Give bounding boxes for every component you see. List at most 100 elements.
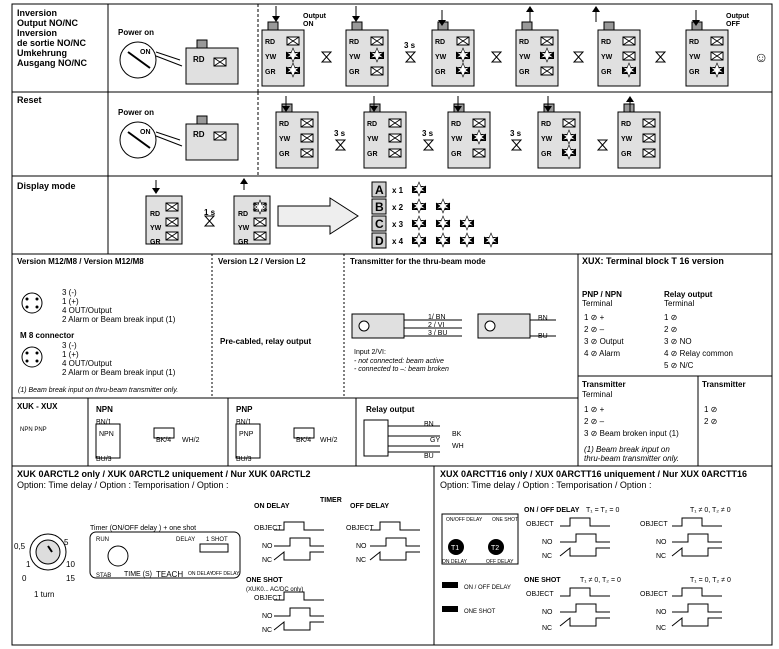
xux-relay-terminal: Terminal: [664, 299, 695, 308]
sw-delay: DELAY: [176, 537, 196, 543]
on-label: ON: [140, 49, 151, 56]
pnp-bk: BK/4: [296, 437, 312, 444]
npn-bn: BN/1: [96, 419, 112, 426]
svg-text:x 4: x 4: [392, 237, 404, 246]
pnp-bu: BU/3: [236, 456, 252, 463]
xuk-npn-switch: NPN PNP: [20, 427, 47, 433]
row-reset-label: Reset: [17, 95, 42, 105]
tr-no-4: NO: [656, 609, 667, 616]
svg-text:A: A: [375, 183, 384, 197]
led-row-label: YW: [601, 54, 613, 61]
xux-transmitter-title: Transmitter: [582, 380, 626, 389]
led-sensor-reset: RD YW GR: [617, 103, 661, 169]
tr-object-1: OBJECT: [526, 521, 554, 528]
xux-relay-title: Relay output: [664, 290, 713, 299]
tr-t-ne: T₁ ≠ 0, T₂ ≠ 0: [690, 507, 731, 514]
npn-type: NPN: [99, 431, 114, 438]
led-row-label: RD: [541, 121, 551, 128]
dial-label-0: 0: [22, 574, 27, 583]
transmitter-notes: - not connected: beam active- connected …: [354, 358, 449, 373]
led-row-label: YW: [621, 136, 633, 143]
m8-title: M 8 connector: [20, 331, 75, 340]
led-sensor-inversion: RD YW GR: [261, 21, 305, 87]
led-row-label: RD: [601, 39, 611, 46]
led-row-label: GR: [451, 151, 462, 158]
npn-wh: WH/2: [182, 437, 200, 444]
xuk-pnp-title: PNP: [236, 405, 253, 414]
timer-left-option: Option: Time delay / Option : Temporisat…: [17, 480, 229, 490]
tl-object-3: OBJECT: [254, 595, 282, 602]
timer-label: TIMER: [320, 497, 342, 504]
dial-label-10: 10: [66, 560, 75, 569]
led-row-label: YW: [435, 54, 447, 61]
led-row-label: RD: [349, 39, 359, 46]
tl-nc-3: NC: [262, 627, 273, 634]
transmitter-bn: BN: [538, 315, 548, 322]
transmitter-input: Input 2/VI:: [354, 349, 386, 356]
led-row-label: GR: [265, 69, 276, 76]
led-row-label: GR: [279, 151, 290, 158]
xux-relay-items: 1 ⊘ 2 ⊘ 3 ⊘ NO 4 ⊘ Relay common 5 ⊘ N/C: [664, 313, 733, 370]
tr-dial-t1: T1: [451, 545, 460, 552]
tr-dial-off-delay: OFF DELAY: [486, 559, 514, 565]
svg-text:x 2: x 2: [392, 203, 404, 212]
dial-label-05: 0,5: [14, 542, 26, 551]
led-row-label: RD: [279, 121, 289, 128]
sw-run: RUN: [96, 537, 109, 543]
svg-text:C: C: [375, 217, 384, 231]
delay-label: 3 s: [510, 129, 522, 138]
timer-right-option: Option: Time delay / Option : Temporisat…: [440, 480, 652, 490]
delay-label: 3 s: [422, 129, 434, 138]
tr-t-eq: T₁ = T₂ = 0: [586, 507, 620, 514]
led-row-label: YW: [689, 54, 701, 61]
tr-dial-on-delay: ON DELAY: [442, 559, 467, 565]
tr-t1-ne: T₁ ≠ 0, T₂ = 0: [580, 577, 621, 584]
relay-bk: BK: [452, 431, 462, 438]
xux-pnp-items: 1 ⊘ + 2 ⊘ – 3 ⊘ Output 4 ⊘ Alarm: [584, 313, 624, 358]
delay-label: 3 s: [334, 129, 346, 138]
tr-object-3: OBJECT: [526, 591, 554, 598]
svg-text:B: B: [375, 200, 384, 214]
led-row-label: RD: [451, 121, 461, 128]
tr-nc-4: NC: [656, 625, 667, 632]
tr-dial-onoff: ON/OFF DELAY: [446, 517, 483, 523]
led-row-label: GR: [621, 151, 632, 158]
sw-time: TIME (S): [124, 571, 152, 578]
led-row-label: RD: [265, 39, 275, 46]
relay-bn: BN: [424, 421, 434, 428]
transmitter-bu: BU: [538, 333, 548, 340]
timer-left-title: XUK 0ARCTL2 only / XUK 0ARCTL2 uniquemen…: [17, 469, 311, 479]
sw-off-delay: OFF DELAY: [212, 571, 240, 577]
tr-nc-1: NC: [542, 553, 553, 560]
led-row-label: YW: [265, 54, 277, 61]
sw-teach: TEACH: [156, 570, 184, 579]
xux-transmitter-terminal: Terminal: [582, 390, 613, 399]
tl-object-2: OBJECT: [346, 525, 374, 532]
led-row-label: RD: [621, 121, 631, 128]
xuk-title: XUK - XUX: [17, 402, 58, 411]
dial-label-15: 15: [66, 574, 75, 583]
dial-label-1: 1: [26, 560, 31, 569]
dial-label-5: 5: [64, 538, 69, 547]
led-row-label: GR: [601, 69, 612, 76]
transmitter-thru-title: Transmitter for the thru-beam mode: [350, 257, 486, 266]
timer-off-delay: OFF DELAY: [350, 503, 390, 510]
led-row-label: GR: [435, 69, 446, 76]
tr-legend-onoff: ON / OFF DELAY: [464, 585, 511, 591]
row-inversion-label: Inversion Output NO/NC Inversion de sort…: [17, 8, 88, 68]
led-row-label: YW: [541, 136, 553, 143]
